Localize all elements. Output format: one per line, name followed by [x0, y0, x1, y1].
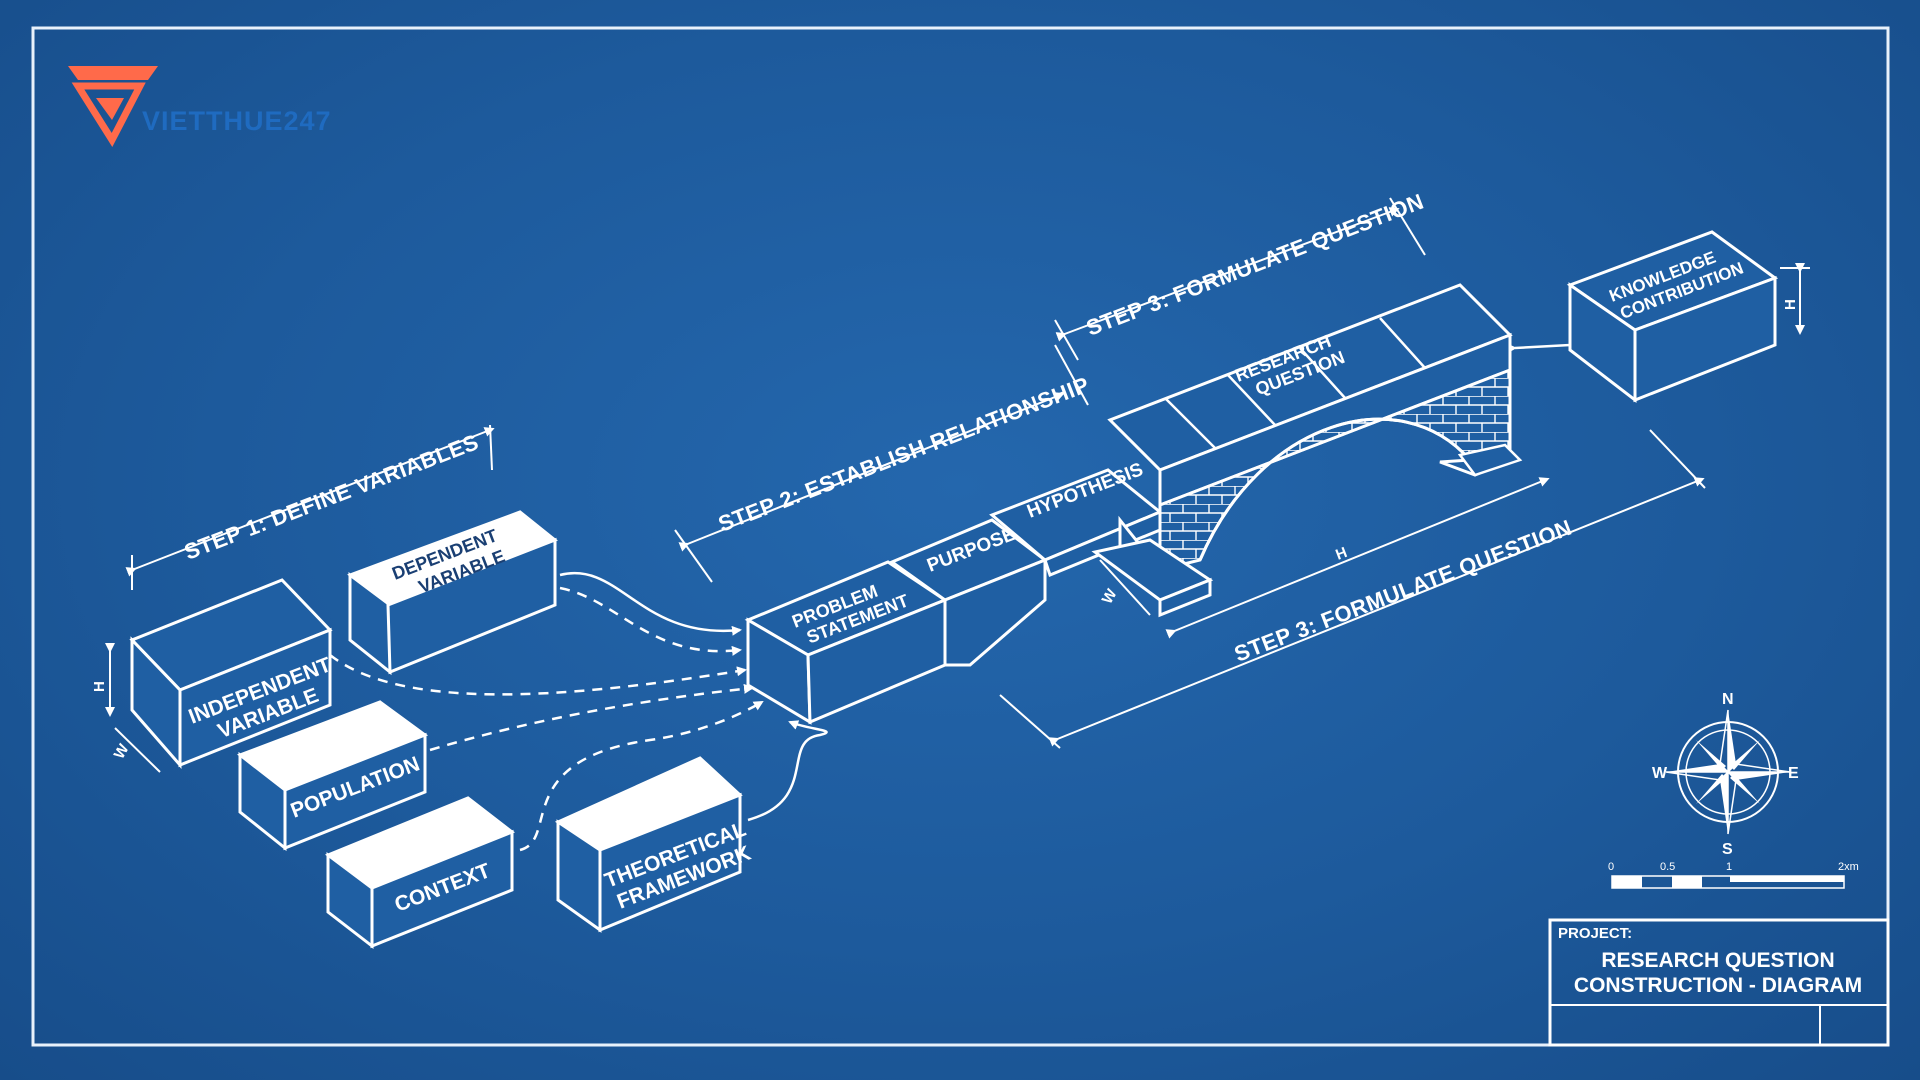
scale-t2: 1 [1726, 861, 1732, 873]
box-problem-statement: PROBLEM STATEMENT [744, 560, 949, 725]
independent-dim-w: W [111, 741, 133, 762]
scale-t3: 2xm [1838, 861, 1859, 873]
scale-t1: 0.5 [1660, 861, 1675, 873]
connector-dependent-dashed [559, 586, 742, 656]
box-knowledge-contribution: KNOWLEDGE CONTRIBUTION H [1566, 230, 1810, 404]
title-block-line2: CONSTRUCTION - DIAGRAM [1574, 974, 1862, 997]
box-context: CONTEXT [324, 796, 515, 950]
box-independent-variable: INDEPENDENT VARIABLE H W [91, 578, 334, 773]
brand-logo: VIETTHUE247 [68, 66, 332, 148]
compass-e: E [1788, 765, 1799, 782]
title-block: PROJECT: RESEARCH QUESTION CONSTRUCTION … [1548, 918, 1890, 1047]
brand-name: VIETTHUE247 [142, 106, 332, 136]
connector-population-to-problem [429, 683, 754, 752]
box-theoretical-framework: THEORETICAL FRAMEWORK [554, 756, 754, 933]
compass-rose-icon: N S E W [1652, 691, 1799, 858]
box-population: POPULATION [236, 700, 429, 852]
scale-t0: 0 [1608, 861, 1614, 873]
knowledge-dim-h: H [1782, 299, 1799, 310]
connector-theoretical-to-problem [747, 720, 828, 822]
title-block-line1: RESEARCH QUESTION [1601, 949, 1834, 972]
bridge-dim-w: W [1099, 586, 1121, 607]
connector-context-to-problem [519, 700, 764, 852]
compass-n: N [1722, 691, 1734, 708]
independent-dim-h: H [91, 681, 108, 692]
bridge: W RESEARCH QUESTION [1091, 283, 1523, 618]
scale-bar: 0 0.5 1 2xm [1608, 861, 1859, 889]
compass-w: W [1652, 765, 1668, 782]
connectors [329, 337, 1602, 852]
outer-frame [31, 26, 1890, 1047]
compass-s: S [1722, 841, 1733, 858]
connector-dependent-to-problem [559, 572, 742, 636]
box-dependent-variable: DEPENDENT VARIABLE [347, 510, 558, 676]
connector-independent-to-problem [329, 654, 747, 696]
title-block-label: PROJECT: [1558, 925, 1632, 942]
bridge-dimension-h-label: H [1333, 544, 1349, 564]
